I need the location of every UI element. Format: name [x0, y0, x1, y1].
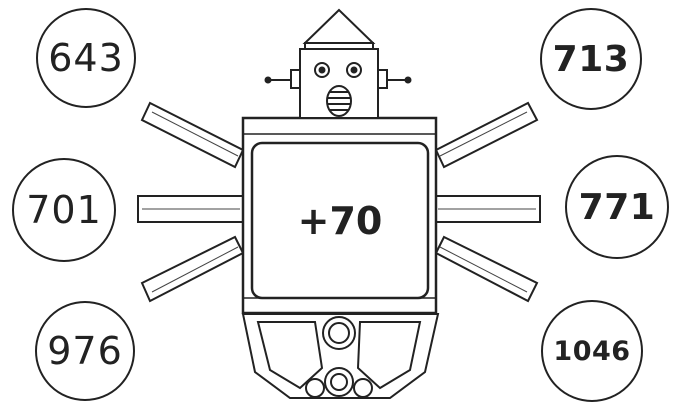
output-value-1: 713	[552, 38, 630, 80]
input-bubble-3: 976	[35, 301, 135, 401]
output-value-3: 1046	[553, 335, 631, 367]
track-inner-right	[356, 321, 422, 390]
left-arm-upper	[140, 101, 245, 169]
input-value-2: 701	[26, 188, 102, 232]
robot-head	[264, 8, 412, 119]
left-arm-lower	[140, 235, 245, 303]
machine-rule: +70	[297, 198, 383, 243]
left-arm-details	[142, 111, 240, 293]
wheel-bottom-center	[324, 367, 354, 397]
robot-right-ear	[377, 69, 388, 89]
input-value-3: 976	[47, 329, 123, 373]
input-bubble-1: 643	[36, 8, 136, 108]
output-value-2: 771	[578, 186, 656, 228]
right-arms	[434, 101, 541, 303]
input-bubble-2: 701	[12, 158, 116, 262]
robot-screen	[250, 141, 430, 300]
wheel-bottom-right	[353, 378, 373, 398]
wheel-top	[322, 316, 356, 350]
output-bubble-2: 771	[565, 155, 669, 259]
track-inner-left	[256, 321, 324, 390]
right-arm-upper	[434, 101, 539, 169]
robot-mouth	[326, 85, 352, 117]
robot-left-ear	[290, 69, 301, 89]
output-bubble-3: 1046	[541, 300, 643, 402]
right-arm-details	[438, 111, 536, 293]
wheel-bottom-left	[305, 378, 325, 398]
robot-antenna-roof	[302, 8, 376, 44]
robot-tracks	[241, 313, 440, 399]
right-arm-lower	[434, 235, 539, 303]
input-value-1: 643	[48, 36, 124, 80]
output-bubble-1: 713	[540, 8, 642, 110]
